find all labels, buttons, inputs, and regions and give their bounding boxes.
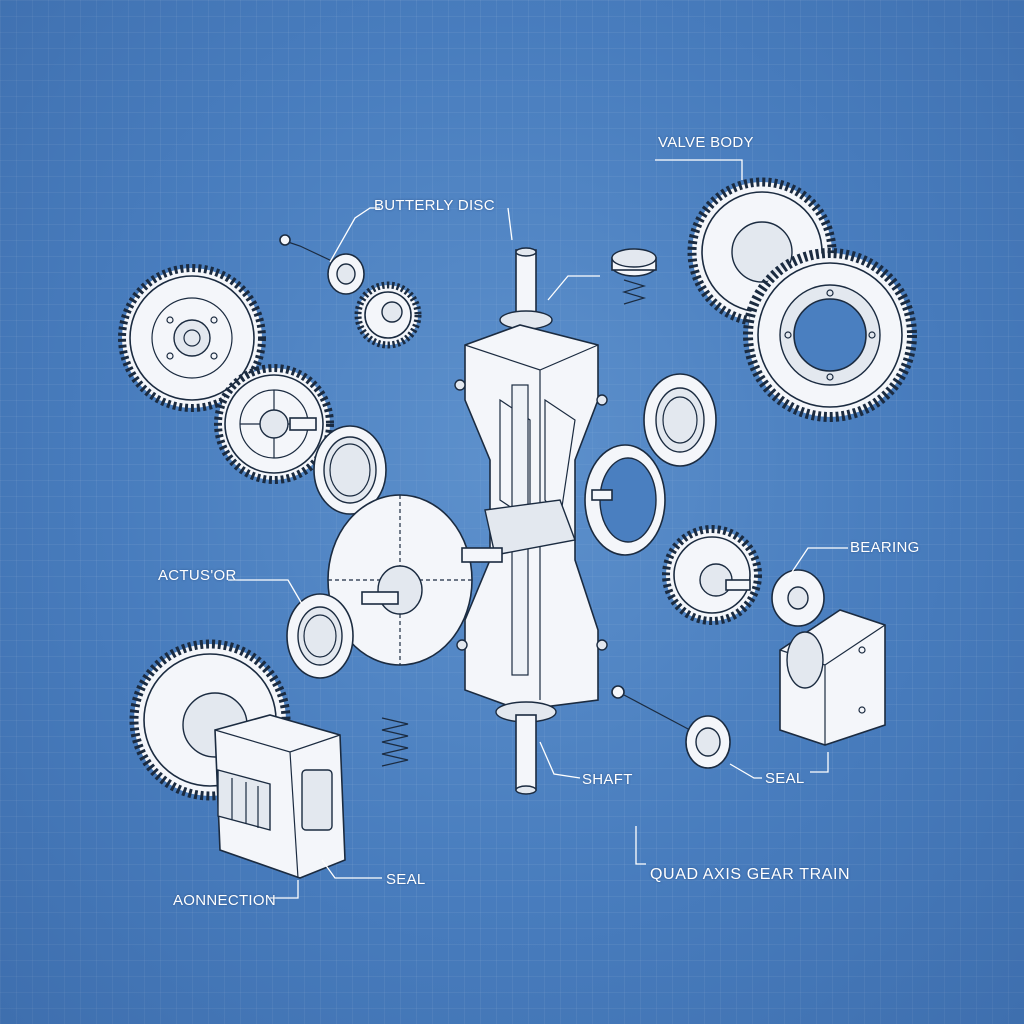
label-shaft: SHAFT	[582, 771, 633, 788]
gear-spoked	[214, 364, 334, 484]
label-actuator: ACTUS'OR	[158, 567, 237, 584]
spring-bottom	[381, 717, 409, 767]
bearing-ring-right	[643, 373, 717, 467]
drawing-title: QUAD AXIS GEAR TRAIN	[650, 866, 851, 883]
gear-top-left	[118, 264, 266, 412]
gear-middle-right	[662, 525, 762, 625]
bearing-left-upper	[313, 425, 387, 515]
label-seal-right: SEAL	[765, 770, 805, 787]
label-connection: AONNECTION	[173, 892, 277, 909]
label-bearing: BEARING	[850, 539, 920, 556]
label-seal-left: SEAL	[386, 871, 426, 888]
gear-small-top	[354, 281, 422, 349]
seal-ring-center-right	[584, 444, 666, 556]
bearing-cap-right	[771, 569, 825, 627]
shaft-seal-bottom	[611, 685, 731, 769]
label-valve-body: VALVE BODY	[658, 134, 754, 151]
bolt-top-left	[279, 234, 365, 295]
bearing-block	[779, 609, 886, 746]
actuator-housing	[214, 714, 346, 879]
spring-cap-top	[611, 248, 657, 305]
valve-body-housing	[454, 247, 608, 795]
leader-lines	[228, 159, 848, 899]
seal-ring-left	[286, 593, 354, 679]
butterfly-disc	[327, 494, 503, 666]
label-butterfly-disc: BUTTERLY DISC	[374, 197, 495, 214]
gear-valve-body-large	[743, 248, 917, 422]
